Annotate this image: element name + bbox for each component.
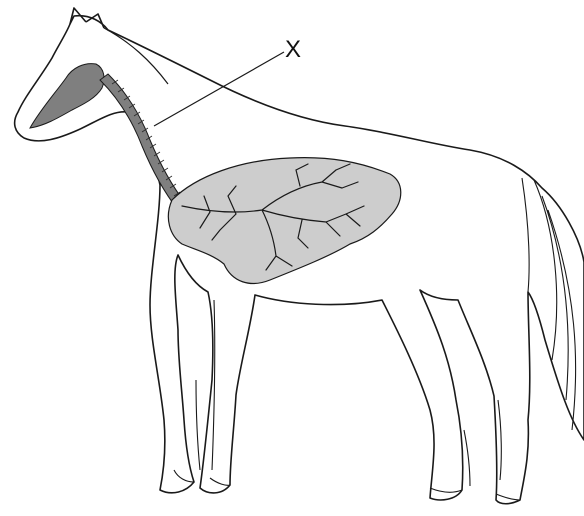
label-x: X	[285, 36, 301, 64]
